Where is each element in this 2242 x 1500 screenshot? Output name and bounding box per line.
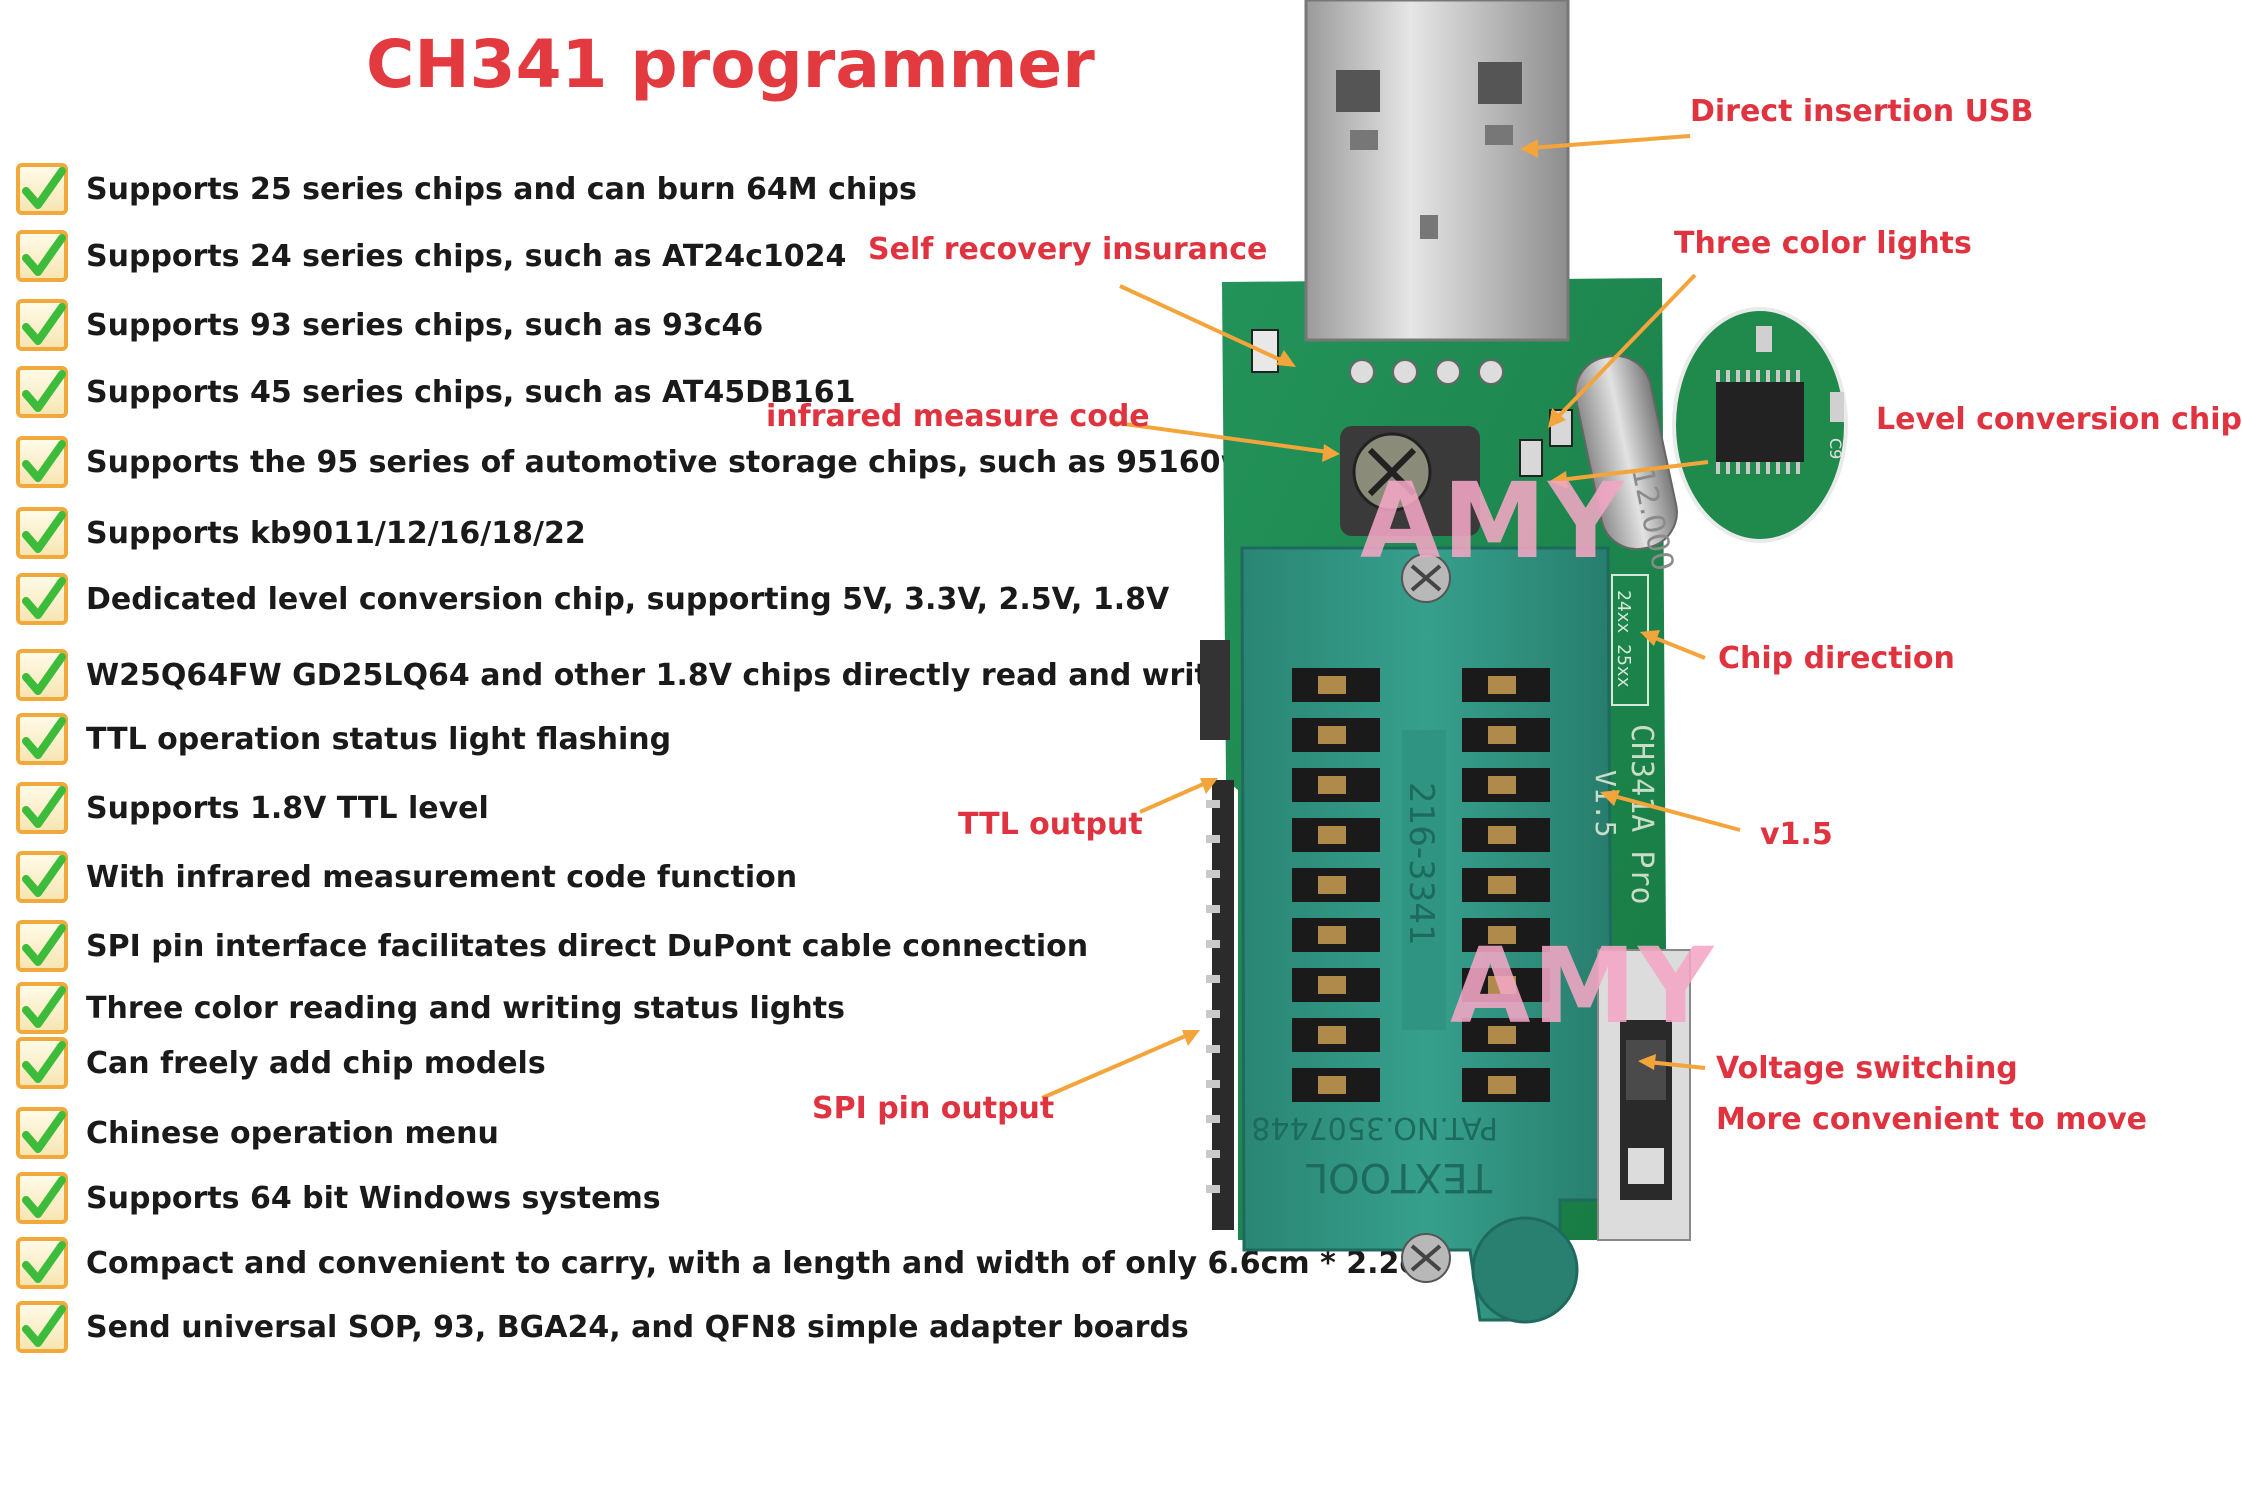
watermark: AMY [1450,925,1716,1047]
feature-text: Supports 45 series chips, such as AT45DB… [86,374,856,410]
feature-item: Supports 64 bit Windows systems [16,1168,661,1228]
checkmark-icon [16,713,68,765]
chip-direction-label: 24xx 25xx [1613,590,1634,688]
silkscreen-markings: 24xx 25xx CH341A Pro V1.5 [1589,574,1659,905]
feature-text: Supports 24 series chips, such as AT24c1… [86,238,847,274]
feature-text: SPI pin interface facilitates direct DuP… [86,928,1089,964]
feature-item: SPI pin interface facilitates direct DuP… [16,916,1088,976]
checkmark-icon [16,507,68,559]
checkmark-icon [16,1237,68,1289]
feature-item: Three color reading and writing status l… [16,978,845,1038]
feature-text: TTL operation status light flashing [86,721,672,757]
feature-item: Supports 24 series chips, such as AT24c1… [16,226,846,286]
feature-text: Supports 25 series chips and can burn 64… [86,171,917,207]
callout-ttl-output: TTL output [958,807,1143,842]
checkmark-icon [16,920,68,972]
callout-voltage-switching: Voltage switching [1716,1051,2018,1086]
callout-self-recovery: Self recovery insurance [868,232,1268,267]
callout-three-color: Three color lights [1674,226,1972,261]
feature-item: Chinese operation menu [16,1103,499,1163]
checkmark-icon [16,230,68,282]
socket-model-label: 216-3341 [1401,782,1441,946]
feature-text: Supports kb9011/12/16/18/22 [86,515,586,551]
feature-item: Supports the 95 series of automotive sto… [16,432,1248,492]
feature-item: Send universal SOP, 93, BGA24, and QFN8 … [16,1297,1189,1357]
feature-text: Can freely add chip models [86,1045,546,1081]
ttl-header-pins [1200,640,1234,1230]
feature-item: W25Q64FW GD25LQ64 and other 1.8V chips d… [16,645,1229,705]
callout-infrared: infrared measure code [766,399,1150,434]
callout-version: v1.5 [1760,817,1833,852]
callout-level-chip: Level conversion chip [1876,402,2242,437]
callout-chip-direction: Chip direction [1718,641,1955,676]
checkmark-icon [16,1301,68,1353]
checkmark-icon [16,982,68,1034]
level-chip-inset: C9 [1672,307,1848,543]
board-model-silkscreen: CH341A Pro [1624,724,1659,905]
infrared-receiver [1340,426,1480,536]
zif-socket: 216-3341 PAT.NO.3507448 TEXTOOL [1240,546,1614,1324]
feature-text: Dedicated level conversion chip, support… [86,581,1170,617]
feature-text: Supports 93 series chips, such as 93c46 [86,307,764,343]
feature-item: TTL operation status light flashing [16,709,671,769]
feature-text: Compact and convenient to carry, with a … [86,1245,1449,1281]
board-version-silkscreen: V1.5 [1589,770,1622,837]
feature-text: Chinese operation menu [86,1115,499,1151]
socket-brand-label: TEXTOOL [1305,1154,1493,1200]
feature-text: Supports 1.8V TTL level [86,790,489,826]
checkmark-icon [16,366,68,418]
checkmark-icon [16,1037,68,1089]
checkmark-icon [16,299,68,351]
checkmark-icon [16,1107,68,1159]
checkmark-icon [16,851,68,903]
feature-item: Supports kb9011/12/16/18/22 [16,503,586,563]
watermark: AMY [1360,460,1626,582]
feature-text: Supports the 95 series of automotive sto… [86,444,1249,480]
page-title: CH341 programmer [366,26,1095,103]
feature-item: Can freely add chip models [16,1033,546,1093]
checkmark-icon [16,649,68,701]
feature-item: Supports 93 series chips, such as 93c46 [16,295,763,355]
feature-item: Supports 25 series chips and can burn 64… [16,159,917,219]
usb-plug [1304,0,1570,385]
callout-more-convenient: More convenient to move [1716,1102,2148,1137]
checkmark-icon [16,436,68,488]
voltage-switch [1597,949,1691,1241]
checkmark-icon [16,163,68,215]
feature-item: Supports 45 series chips, such as AT45DB… [16,362,856,422]
checkmark-icon [16,782,68,834]
feature-text: Send universal SOP, 93, BGA24, and QFN8 … [86,1309,1189,1345]
feature-text: Supports 64 bit Windows systems [86,1180,661,1216]
callout-spi-output: SPI pin output [812,1091,1055,1126]
checkmark-icon [16,573,68,625]
checkmark-icon [16,1172,68,1224]
patent-label: PAT.NO.3507448 [1251,1110,1498,1145]
callout-direct-usb: Direct insertion USB [1690,94,2034,129]
feature-item: With infrared measurement code function [16,847,797,907]
feature-text: With infrared measurement code function [86,859,798,895]
feature-text: W25Q64FW GD25LQ64 and other 1.8V chips d… [86,657,1230,693]
feature-text: Three color reading and writing status l… [86,990,845,1026]
feature-item: Compact and convenient to carry, with a … [16,1233,1448,1293]
feature-item: Supports 1.8V TTL level [16,778,489,838]
callout-arrows [1041,134,1741,1100]
level-chip-label: C9 [1826,438,1845,459]
feature-item: Dedicated level conversion chip, support… [16,569,1169,629]
